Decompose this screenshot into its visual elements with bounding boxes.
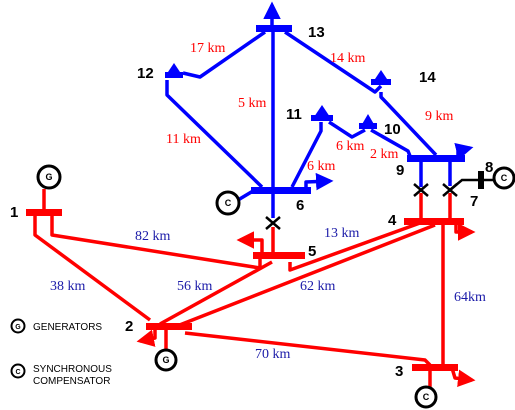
bus-bar-13 (256, 25, 292, 32)
load-bar-11 (311, 115, 333, 121)
bus-label-7: 7 (470, 193, 478, 210)
bus-label-10: 10 (384, 121, 401, 138)
line-2-5 (159, 260, 273, 326)
bus-bar-9 (407, 155, 465, 162)
legend-generator-letter: G (15, 324, 21, 331)
line-14-9 (379, 92, 438, 157)
bus-label-13: 13 (308, 24, 325, 41)
load-arrow-2 (136, 329, 157, 347)
bus-bar-8 (478, 171, 484, 189)
load-triangle-11 (314, 105, 330, 117)
distance-1-5: 82 km (135, 229, 171, 244)
bus-label-12: 12 (137, 65, 154, 82)
load-arrow-4 (454, 223, 476, 241)
bus-label-3: 3 (395, 363, 403, 380)
line-2-4-a (176, 223, 436, 328)
distance-13-14: 14 km (330, 51, 366, 66)
compensator-3-letter: C (423, 392, 430, 402)
bus-bar-3 (412, 364, 458, 371)
distance-4-3: 64km (454, 290, 486, 305)
distance-12-6: 11 km (166, 132, 201, 147)
bus-label-9: 9 (396, 162, 404, 179)
compensator-3-icon: C (414, 385, 438, 409)
bus-label-8: 8 (485, 159, 493, 176)
distance-2-4: 62 km (300, 279, 336, 294)
load-arrow-3 (450, 367, 476, 388)
transformers (265, 171, 494, 230)
bus-labels: 1 2 3 4 5 6 7 8 9 10 11 12 13 14 (10, 24, 493, 380)
distance-12-13: 17 km (190, 41, 226, 56)
generator-1-icon: G (36, 164, 62, 190)
transformer-5-6-icon (265, 216, 281, 230)
machines: G G C C C (36, 164, 515, 409)
bus-label-4: 4 (388, 212, 397, 229)
generator-2-icon: G (154, 348, 178, 372)
generator-2-letter: G (162, 355, 169, 365)
bus-label-1: 1 (10, 204, 18, 221)
line-2-3 (184, 331, 432, 367)
legend-generators-label: GENERATORS (33, 322, 102, 333)
high-voltage-buses (26, 209, 464, 371)
distance-5-4: 13 km (324, 226, 360, 241)
legend-sync-line2: COMPENSATOR (33, 376, 110, 387)
load-bar-14 (371, 79, 391, 85)
line-12-6 (165, 80, 264, 189)
bus-bar-4 (404, 218, 464, 225)
distance-2-5: 56 km (177, 279, 213, 294)
bus-label-6: 6 (296, 197, 304, 214)
transformer-4-9-left-icon (413, 183, 429, 197)
line-13-14 (284, 30, 383, 94)
distance-2-3: 70 km (255, 347, 291, 362)
distance-9-10: 2 km (370, 147, 399, 162)
high-voltage-network (33, 189, 476, 388)
line-5-4 (288, 221, 421, 272)
distance-1-2: 38 km (50, 279, 86, 294)
bus-bar-5 (253, 252, 305, 259)
bus-label-14: 14 (419, 69, 436, 86)
load-arrow-5 (236, 231, 264, 252)
line-11-10 (328, 120, 366, 139)
distance-labels-high-voltage: 82 km 13 km 38 km 56 km 62 km 64km 70 km (50, 226, 486, 362)
link-6-compensator (237, 189, 254, 202)
line-1-2 (33, 215, 152, 322)
distance-labels-low-voltage: 17 km 14 km 5 km 11 km 6 km 6 km 2 km 9 … (166, 41, 454, 174)
legend-sync-line1: SYNCHRONOUS (33, 364, 112, 375)
compensator-6-letter: C (225, 198, 232, 208)
line-1-5 (50, 215, 262, 270)
legend: G GENERATORS C SYNCHRONOUS COMPENSATOR (10, 318, 112, 387)
distance-11-6: 6 km (307, 159, 336, 174)
distance-10-11: 6 km (336, 139, 365, 154)
distance-13-6: 5 km (238, 96, 267, 111)
line-11-6 (290, 122, 323, 188)
legend-generator-icon: G (10, 318, 26, 334)
compensator-8-icon: C (492, 166, 515, 190)
load-bar-12 (165, 72, 183, 78)
generator-1-letter: G (45, 172, 52, 182)
line-12-13 (182, 30, 266, 79)
compensator-6-icon: C (215, 190, 241, 216)
legend-compensator-icon: C (10, 363, 26, 379)
low-voltage-buses (165, 25, 465, 194)
line-7-8 (449, 178, 480, 191)
line-10-9 (370, 128, 412, 157)
bus-bar-6 (251, 187, 311, 194)
legend-compensator-letter: C (15, 369, 20, 376)
bus-label-11: 11 (286, 106, 302, 123)
distance-9-14: 9 km (425, 109, 454, 124)
load-bar-10 (359, 123, 377, 129)
compensator-8-letter: C (501, 173, 508, 183)
bus-bar-2 (146, 323, 192, 330)
bus-label-5: 5 (308, 243, 316, 260)
bus-bar-1 (26, 209, 62, 216)
bus-label-2: 2 (125, 318, 133, 335)
